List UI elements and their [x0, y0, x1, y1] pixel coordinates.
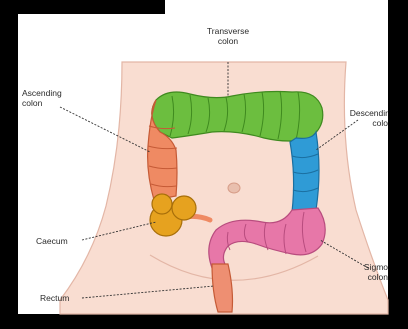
- label-sigmoid-line2: colon: [350, 272, 388, 282]
- label-ascending-line1: Ascending: [22, 88, 62, 98]
- label-caecum: Caecum: [36, 236, 68, 246]
- right-black-band: [388, 0, 408, 329]
- label-descending-colon: Descendir colo: [344, 108, 388, 128]
- top-left-black-band: [0, 0, 165, 14]
- label-ascending-line2: colon: [22, 98, 62, 108]
- label-ascending-colon: Ascending colon: [22, 88, 62, 108]
- label-transverse-line2: colon: [203, 36, 253, 46]
- label-descending-line1: Descendir: [344, 108, 388, 118]
- label-sigmoid-line1: Sigmo: [350, 262, 388, 272]
- label-transverse-line1: Transverse: [203, 26, 253, 36]
- label-transverse-colon: Transverse colon: [203, 26, 253, 46]
- bottom-black-band: [0, 314, 408, 329]
- navel: [228, 183, 240, 193]
- label-sigmoid-colon: Sigmo colon: [350, 262, 388, 282]
- left-black-band: [0, 0, 18, 329]
- label-rectum: Rectum: [40, 293, 69, 303]
- label-descending-line2: colo: [344, 118, 388, 128]
